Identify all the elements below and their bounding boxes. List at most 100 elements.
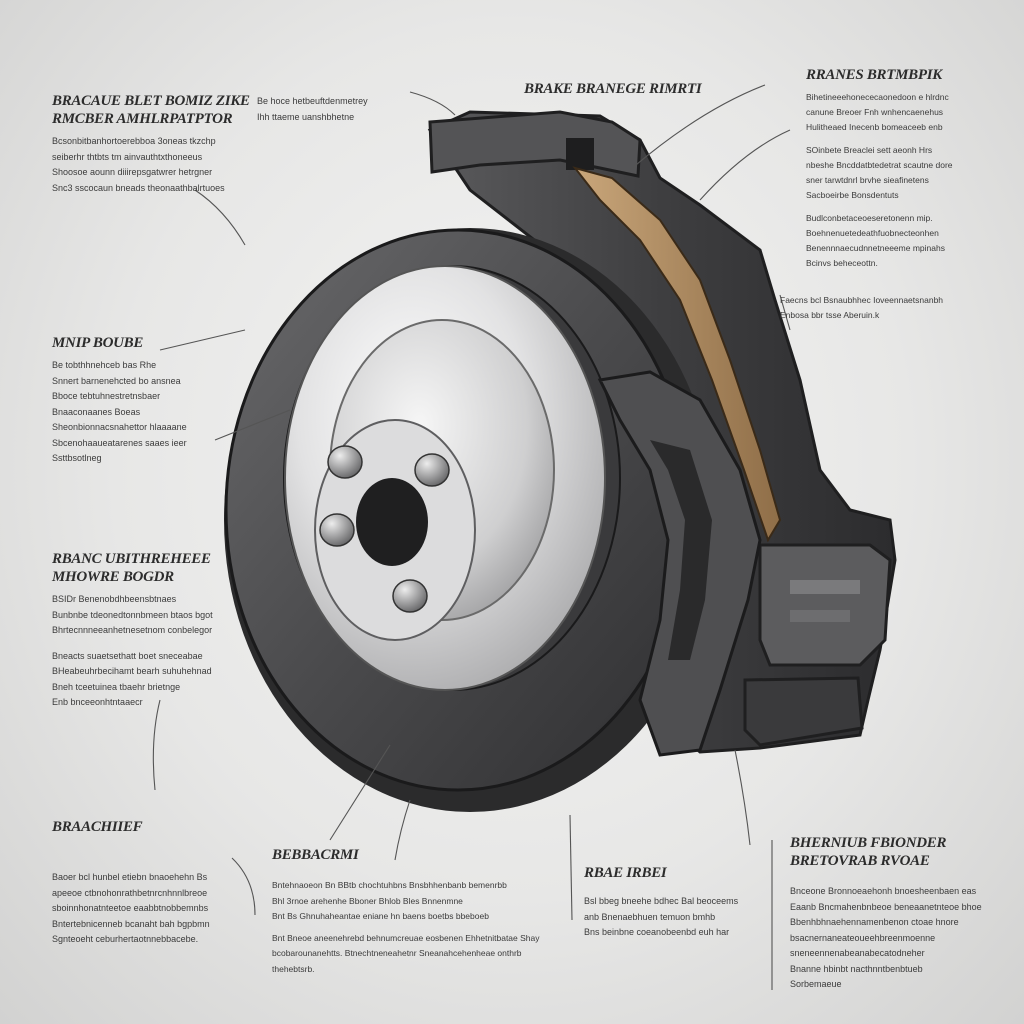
label-body: Be tobthhnehceb bas Rhe Snnert barnenehc… bbox=[52, 358, 232, 467]
label-title: BHERNIUB FBIONDER BRETOVRAB RVOAE bbox=[790, 835, 947, 869]
label-line: Snc3 sscocaun bneads theonaathbalrtuoes bbox=[52, 182, 225, 193]
label-line: Bnt Bs Ghnuhaheantae eniane hn baens boe… bbox=[272, 911, 489, 921]
label-bottom-right: BHERNIUB FBIONDER BRETOVRAB RVOAE Bnceon… bbox=[790, 834, 1010, 993]
label-line: Eaanb Bncmahenbnbeoe beneaanetnteoe bhoe bbox=[790, 901, 982, 912]
label-line: Sheonbionnacsnahettor hlaaaane bbox=[52, 422, 187, 432]
caliper-slot bbox=[566, 138, 594, 170]
label-line: Sorbemaeue bbox=[790, 979, 842, 989]
label-line: Sgnteoeht ceburhertaotnnebbacebe. bbox=[52, 934, 199, 944]
leader-line bbox=[329, 744, 391, 841]
label-line: Bnaaconaanes Boeas bbox=[52, 406, 141, 417]
label-title: MNIP BOUBE bbox=[52, 335, 144, 351]
label-line: Bcsonbitbanhortoerebboa 3oneas tkzchp bbox=[52, 136, 216, 146]
label-line: Bnt Bneoe aneenehrebd behnumcreuae eosbe… bbox=[272, 932, 540, 943]
label-line: SOinbete Breaclei sett aeonh Hrs bbox=[806, 145, 933, 155]
leader-line bbox=[231, 857, 256, 916]
label-line: Bbenhbhnaehennamenbenon ctoae hnore bbox=[790, 917, 959, 927]
lug-stud-icon bbox=[392, 579, 428, 613]
label-top-right: RRANES BRTMBPIK Bihetineeehonececaonedoo… bbox=[780, 66, 1016, 323]
label-aside-line: Be hoce hetbeuftdenmetrey bbox=[257, 96, 368, 106]
label-line: Boehnenuetedeathfuobnecteonhen bbox=[806, 228, 939, 238]
leader-line bbox=[569, 814, 573, 921]
lug-stud-icon bbox=[414, 453, 450, 487]
label-line: sboinnhonatnteetoe eaabbtnobbemnbs bbox=[52, 903, 209, 913]
label-line: Snnert barnenehcted bo ansnea bbox=[52, 375, 181, 386]
label-line: canune Breoer Fnh wnhencaenehus bbox=[806, 107, 944, 117]
label-top-center: BRAKE BRANEGE RIMRTI bbox=[524, 80, 702, 98]
label-line: apeeoe ctbnohonrathbetnrcnhnnlbreoe bbox=[52, 887, 208, 898]
label-line: sner tarwtdnrl brvhe sieafinetens bbox=[806, 175, 929, 185]
label-title: BRACAUE BLET BOMIZ ZIKE RMCBER AMHLRPATP… bbox=[52, 93, 250, 127]
caliper-rib bbox=[790, 580, 860, 594]
caliper-mount bbox=[743, 676, 864, 747]
label-line: Enbosa bbr tsse Aberuin.k bbox=[780, 310, 880, 320]
label-line: bcobarounanehtts. Btnechtneneahetnr Snea… bbox=[272, 948, 522, 958]
label-line: Budlconbetaceoeseretonenn mip. bbox=[806, 213, 933, 223]
label-line: Baoer bcl hunbel etiebn bnaoehehn Bs bbox=[52, 872, 208, 882]
label-title: BRAACHIIEF bbox=[52, 819, 143, 835]
label-line: Be tobthhnehceb bas Rhe bbox=[52, 360, 157, 370]
label-line: Bihetineeehonececaonedoon e hlrdnc bbox=[806, 92, 949, 102]
caliper-arm-window bbox=[650, 440, 712, 660]
label-line: Bsl bbeg bneehe bdhec Bal beoceems bbox=[584, 896, 739, 906]
label-line: BHeabeuhrbecihamt bearh suhuhehnad bbox=[52, 666, 212, 676]
leader-line bbox=[159, 329, 246, 351]
label-bottom-mid: RBAE IRBEI Bsl bbeg bneehe bdhec Bal beo… bbox=[584, 864, 754, 941]
label-aside: Be hoce hetbeuftdenmetrey Ihh ttaeme uan… bbox=[257, 94, 368, 125]
label-line: Enb bnceeonhtntaaecr bbox=[52, 697, 143, 707]
label-line: Bntertebnicenneb bcanaht bah bgpbmn bbox=[52, 918, 210, 929]
label-line: Bcinvs beheceottn. bbox=[806, 258, 878, 268]
label-line: Sbcenohaaueatarenes saaes ieer bbox=[52, 437, 187, 448]
label-line: Ssttbsotlneg bbox=[52, 453, 102, 463]
leader-line bbox=[699, 129, 791, 201]
label-body: Bnceone Bronnoeaehonh bnoesheenbaen eas … bbox=[790, 884, 1010, 993]
lug-stud-icon bbox=[319, 513, 355, 547]
label-line: Bns beinbne coeanobeenbd euh har bbox=[584, 927, 730, 937]
label-title: BEBBACRMI bbox=[272, 847, 359, 863]
label-title: RBAE IRBEI bbox=[584, 865, 667, 881]
label-line: Bnanne hbinbt nacthnntbenbtueb bbox=[790, 963, 923, 974]
label-body: Bntehnaoeon Bn BBtb chochtuhbns Bnsbhhen… bbox=[272, 878, 562, 977]
label-line: seiberhr thtbts tm ainvauthtxthoneeus bbox=[52, 151, 203, 162]
label-line: Bneh tceetuinea tbaehr brietnge bbox=[52, 681, 181, 692]
wheel-hub bbox=[284, 265, 606, 691]
label-mid-left: MNIP BOUBE Be tobthhnehceb bas Rhe Snner… bbox=[52, 334, 232, 467]
lug-stud-icon bbox=[327, 445, 363, 479]
label-line: Bnceone Bronnoeaehonh bnoesheenbaen eas bbox=[790, 886, 977, 896]
label-line: Bboce tebtuhnestretnsbaer bbox=[52, 391, 161, 401]
label-title: RRANES BRTMBPIK bbox=[806, 67, 942, 83]
label-line: Bhrtecnnneeanhetnesetnom conbelegor bbox=[52, 625, 213, 635]
label-line: thehebtsrb. bbox=[272, 963, 315, 974]
label-body: Bsl bbeg bneehe bdhec Bal beoceems anb B… bbox=[584, 894, 754, 941]
brake-pad bbox=[572, 166, 782, 543]
label-aside-line: Ihh ttaeme uanshbhetne bbox=[257, 111, 355, 122]
label-line: nbeshe Bncddatbtedetrat scautne dore bbox=[806, 160, 953, 170]
caliper-rib bbox=[790, 610, 850, 622]
caliper-lower-bracket bbox=[758, 543, 892, 667]
label-body: Bcsonbitbanhortoerebboa 3oneas tkzchp se… bbox=[52, 134, 392, 196]
label-line: Benennnaecudnnetneeeme mpinahs bbox=[806, 243, 945, 253]
label-line: bsacnernaneateoueehbreenmoenne bbox=[790, 932, 936, 943]
label-bottom-left: BRAACHIIEF Baoer bcl hunbel etiebn bnaoe… bbox=[52, 818, 252, 948]
leader-line bbox=[734, 749, 751, 846]
leader-lines bbox=[152, 84, 791, 990]
hub-center-bore bbox=[356, 478, 428, 566]
leader-line bbox=[779, 294, 791, 331]
label-lower-left: RBANC UBITHREHEEE MHOWRE BOGDR BSIDr Ben… bbox=[52, 550, 252, 711]
leader-line bbox=[214, 409, 291, 441]
leader-line bbox=[194, 189, 246, 246]
label-body: Baoer bcl hunbel etiebn bnaoehehn Bs ape… bbox=[52, 870, 252, 948]
leader-line bbox=[152, 699, 161, 791]
label-line: Shoosoe aounn diiirepsgatwrer hetrgner bbox=[52, 167, 213, 177]
label-line: Faecns bcl Bsnaubhhec Ioveennaetsnanbh bbox=[780, 295, 944, 305]
label-title: RBANC UBITHREHEEE MHOWRE BOGDR bbox=[52, 551, 211, 585]
label-line: Hulitheaed Inecenb bomeaceeb enb bbox=[806, 122, 943, 132]
label-title: BRAKE BRANEGE RIMRTI bbox=[524, 81, 702, 97]
label-line: Bneacts suaetsethatt boet sneceabae bbox=[52, 650, 203, 661]
label-line: Bhl 3rnoe arehenhe Bboner Bhlob Bles Bnn… bbox=[272, 895, 463, 906]
leader-line bbox=[394, 799, 411, 861]
label-top-left: BRACAUE BLET BOMIZ ZIKE RMCBER AMHLRPATP… bbox=[52, 92, 392, 196]
label-bottom-center: BEBBACRMI Bntehnaoeon Bn BBtb chochtuhbn… bbox=[272, 846, 562, 977]
caliper-front-arm bbox=[597, 370, 762, 757]
